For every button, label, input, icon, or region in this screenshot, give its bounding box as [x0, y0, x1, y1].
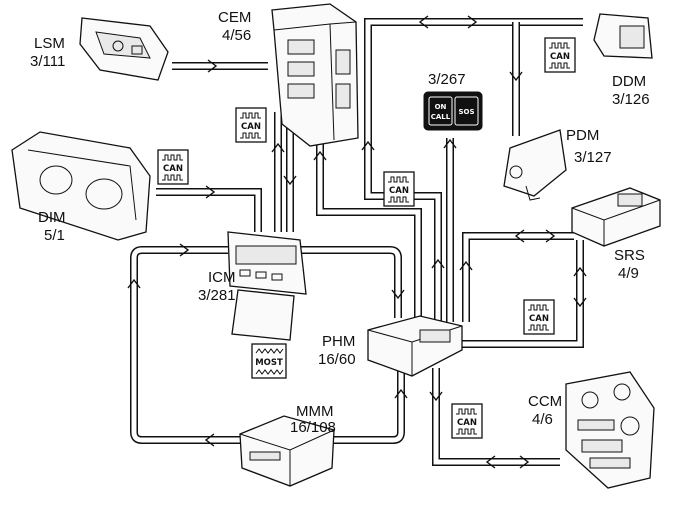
srs-code: 4/9 — [618, 265, 639, 282]
bus-lines — [130, 18, 584, 466]
arrow-ring-up — [127, 278, 141, 289]
pdm-code: 3/127 — [574, 149, 612, 166]
arrow-top-left — [418, 15, 429, 29]
oncall-module: ON CALL SOS — [423, 91, 483, 131]
on-button-label: ON — [435, 103, 447, 111]
arrow-phm-up-1 — [431, 258, 445, 269]
ddm-code: 3/126 — [612, 91, 650, 108]
arrow-srs-phm-up — [459, 260, 473, 271]
arrow-cem-bus-up — [361, 140, 375, 151]
arrow-ccm-right — [519, 455, 530, 469]
phm-name: PHM — [322, 333, 355, 350]
svg-text:CAN: CAN — [550, 52, 570, 62]
svg-text:CAN: CAN — [163, 164, 183, 174]
arrow-srs-left — [514, 229, 525, 243]
svg-text:MOST: MOST — [255, 358, 283, 368]
arrow-cem-icm-up — [271, 142, 285, 153]
arrow-mmm-left — [204, 433, 215, 447]
phm-code: 16/60 — [318, 351, 356, 368]
svg-text:CAN: CAN — [529, 314, 549, 324]
arrow-icm-phm — [391, 289, 405, 300]
arrow-srs-side-up — [573, 266, 587, 277]
arrow-srs-side-down — [573, 297, 587, 308]
ddm-name: DDM — [612, 73, 646, 90]
module-labels: LSM 3/111 CEM 4/56 DDM 3/126 PDM 3/127 3… — [30, 9, 650, 436]
arrow-ring-right — [179, 243, 190, 257]
pdm-name: PDM — [566, 127, 599, 144]
svg-text:CAN: CAN — [457, 418, 477, 428]
can-badge-oncall: CAN — [383, 171, 415, 207]
most-badge-mmm: MOST — [251, 343, 287, 379]
pdm-module — [503, 129, 567, 201]
can-badge-cem: CAN — [235, 107, 267, 143]
dim-name: DIM — [38, 209, 66, 226]
cem-code: 4/56 — [222, 27, 251, 44]
bus-arrowheads — [127, 15, 587, 469]
lsm-name: LSM — [34, 35, 65, 52]
dim-module — [11, 131, 151, 241]
can-badge-srs: CAN — [523, 299, 555, 335]
svg-text:CAN: CAN — [241, 122, 261, 132]
oncall-code: 3/267 — [428, 71, 466, 88]
arrow-srs-right — [545, 229, 556, 243]
lsm-code: 3/111 — [30, 53, 65, 70]
ddm-module — [593, 13, 653, 59]
arrow-lsm-cem — [207, 59, 218, 73]
arrow-pdm-down — [509, 71, 523, 82]
can-badge-ddm: CAN — [544, 37, 576, 73]
arrow-oncall-up — [443, 138, 457, 149]
icm-name: ICM — [208, 269, 236, 286]
ccm-name: CCM — [528, 393, 562, 410]
srs-module — [571, 187, 661, 247]
phm-module — [367, 315, 463, 377]
icm-code: 3/281 — [198, 287, 236, 304]
arrow-dim-icm — [205, 185, 216, 199]
cem-module — [271, 3, 359, 147]
svg-text:CAN: CAN — [389, 186, 409, 196]
call-button-label: CALL — [431, 113, 451, 121]
lsm-module — [79, 17, 169, 81]
ccm-module — [565, 371, 655, 489]
mmm-module — [239, 415, 335, 487]
srs-name: SRS — [614, 247, 645, 264]
sos-button-label: SOS — [458, 108, 474, 116]
icm-module — [227, 231, 307, 341]
dim-code: 5/1 — [44, 227, 65, 244]
arrow-mmm-phm-up — [394, 388, 408, 399]
bus-badges: CAN CAN CAN CAN CAN CAN MOST — [157, 37, 576, 439]
can-badge-ccm: CAN — [451, 403, 483, 439]
arrow-phm-ccm-down — [429, 391, 443, 402]
arrow-ccm-left — [485, 455, 496, 469]
arrow-top-right — [467, 15, 478, 29]
arrow-cem-icm-down — [283, 175, 297, 186]
mmm-name: MMM — [296, 403, 334, 420]
arrow-cem-phm-up — [313, 150, 327, 161]
cem-name: CEM — [218, 9, 251, 26]
mmm-code: 16/108 — [290, 419, 336, 436]
can-badge-dim: CAN — [157, 149, 189, 185]
ccm-code: 4/6 — [532, 411, 553, 428]
